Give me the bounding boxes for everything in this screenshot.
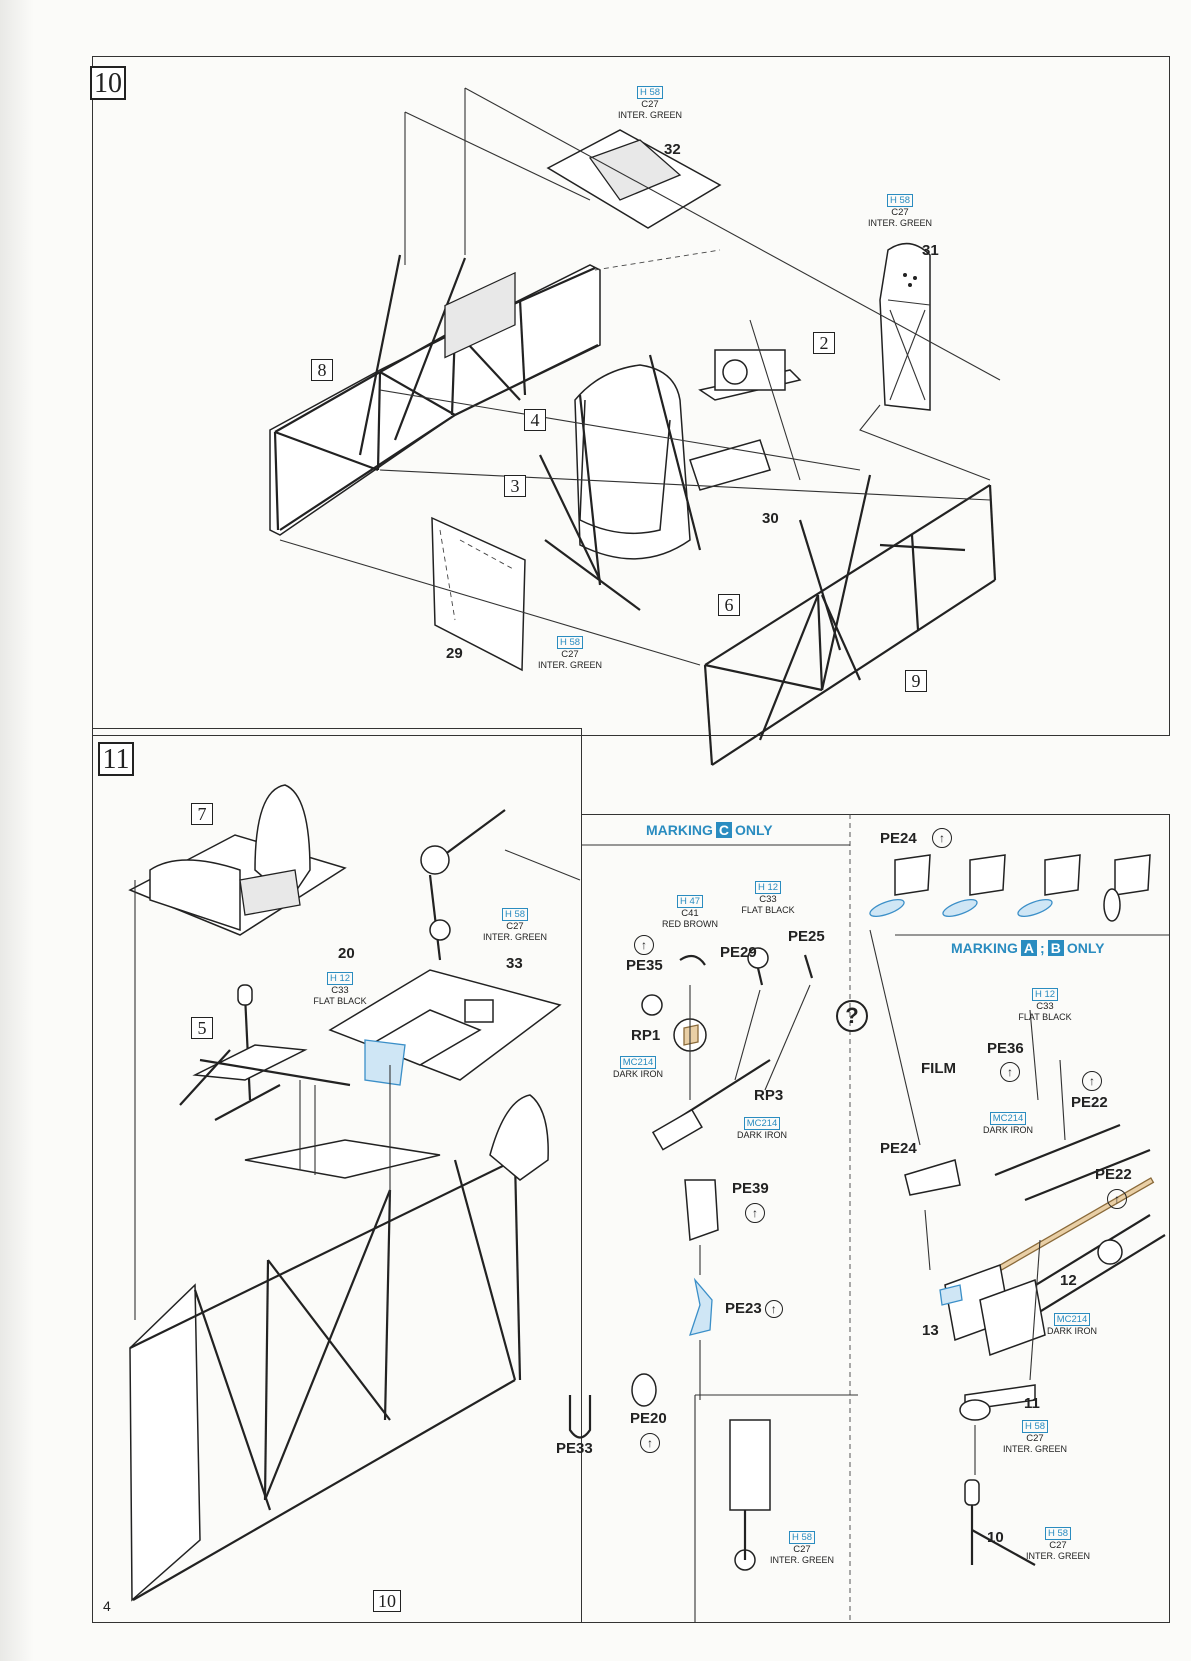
part-30-label: 30 — [762, 510, 779, 527]
paint-callout-pe36: H 12 C33 FLAT BLACK — [1018, 988, 1072, 1022]
part-31-label: 31 — [922, 242, 939, 259]
subassembly-10-box-visible: 10 — [373, 1590, 401, 1612]
paint-callout-part-29: H 58 C27 INTER. GREEN — [537, 636, 602, 670]
subassembly-7-box: 7 — [191, 803, 213, 825]
rp3-label: RP3 — [754, 1087, 784, 1104]
subassembly-5-box: 5 — [191, 1017, 213, 1039]
rp1-label: RP1 — [631, 1027, 661, 1044]
paint-callout-part-11: H 58 C27 INTER. GREEN — [1002, 1420, 1067, 1454]
part-33-label: 33 — [506, 955, 523, 972]
pe24-top-label: PE24 — [880, 830, 917, 847]
paint-callout-inset: H 58 C27 INTER. GREEN — [769, 1531, 834, 1565]
pe25-label: PE25 — [788, 928, 825, 945]
marking-ab-art — [869, 929, 1166, 1566]
step10-frame-art — [269, 87, 1001, 766]
pe24-ab-label: PE24 — [880, 1140, 917, 1157]
subassembly-2-box: 2 — [813, 332, 835, 354]
part-29-label: 29 — [446, 645, 463, 662]
bend-arrow-icon: ↑ — [1107, 1189, 1127, 1209]
pe39-label: PE39 — [732, 1180, 769, 1197]
paint-callout-pe25: H 12 C33 FLAT BLACK — [741, 881, 795, 915]
bend-arrow-icon: ↑ — [634, 935, 654, 955]
paint-callout-part-32: H 58 C27 INTER. GREEN — [617, 86, 682, 120]
page-binding-edge — [0, 0, 34, 1661]
page-number: 4 — [103, 1598, 111, 1614]
bend-arrow-icon: ↑ — [764, 1300, 783, 1319]
paint-callout-part-31: H 58 C27 INTER. GREEN — [867, 194, 932, 228]
marking-c-art — [568, 814, 1170, 1623]
step-10-frame — [92, 56, 1170, 736]
part-12-label: 12 — [1060, 1272, 1077, 1289]
bend-arrow-icon: ↑ — [640, 1433, 660, 1453]
film-label: FILM — [921, 1060, 956, 1077]
pe29-label: PE29 — [720, 944, 757, 961]
paint-callout-part-12: MC214 DARK IRON — [1046, 1313, 1097, 1336]
pe36-label: PE36 — [987, 1040, 1024, 1057]
subassembly-9-box: 9 — [905, 670, 927, 692]
paint-callout-part-33: H 58 C27 INTER. GREEN — [482, 908, 547, 942]
paint-callout-part-10: H 58 C27 INTER. GREEN — [1025, 1527, 1090, 1561]
part-20-label: 20 — [338, 945, 355, 962]
pe20-label: PE20 — [630, 1410, 667, 1427]
pe33-label: PE33 — [556, 1440, 593, 1457]
subassembly-6-box: 6 — [718, 594, 740, 616]
bend-arrow-icon: ↑ — [745, 1203, 765, 1223]
bend-arrow-icon: ↑ — [932, 828, 952, 848]
part-32-label: 32 — [664, 141, 681, 158]
step-10-number: 10 — [90, 66, 126, 100]
subassembly-4-box: 4 — [524, 409, 546, 431]
step-11-frame — [92, 728, 582, 1623]
part-10-label: 10 — [987, 1529, 1004, 1546]
pe23-label: PE23↑ — [725, 1300, 783, 1319]
pe22-label-b: PE22 — [1095, 1166, 1132, 1183]
subassembly-3-box: 3 — [504, 475, 526, 497]
paint-callout-part-20: H 12 C33 FLAT BLACK — [313, 972, 367, 1006]
bend-arrow-icon: ↑ — [1000, 1062, 1020, 1082]
paint-callout-rp3: MC214 DARK IRON — [736, 1117, 787, 1140]
bend-arrow-icon: ↑ — [1082, 1071, 1102, 1091]
paint-callout-rp1: MC214 DARK IRON — [612, 1056, 663, 1079]
paint-callout-pe35: H 47 C41 RED BROWN — [662, 895, 718, 929]
marking-c-frame — [582, 814, 1170, 1623]
subassembly-8-box: 8 — [311, 359, 333, 381]
pe35-label: PE35 — [626, 957, 663, 974]
pe22-label-a: PE22 — [1071, 1094, 1108, 1111]
step-11-number: 11 — [98, 742, 134, 776]
part-13-label: 13 — [922, 1322, 939, 1339]
step11-art — [128, 784, 581, 1602]
part-11-label: 11 — [1024, 1395, 1040, 1412]
paint-callout-pe22: MC214 DARK IRON — [982, 1112, 1033, 1135]
question-mark-icon: ? — [836, 1000, 868, 1032]
